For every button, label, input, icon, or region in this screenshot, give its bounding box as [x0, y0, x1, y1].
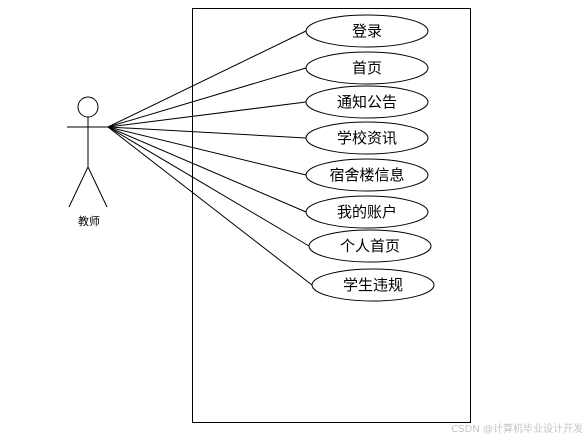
association-line [107, 126, 310, 247]
use-case-ellipse [305, 121, 429, 155]
association-line [107, 67, 307, 128]
use-case-label: 学校资讯 [337, 129, 397, 147]
use-case: 宿舍楼信息 [305, 158, 429, 192]
actor-label: 教师 [78, 215, 100, 228]
use-case-ellipse [308, 229, 432, 263]
use-case-label: 个人首页 [340, 237, 400, 255]
use-case-label: 登录 [352, 22, 382, 40]
association-line [107, 30, 307, 128]
use-case-ellipse [305, 195, 429, 229]
actor-head [77, 96, 99, 118]
association-line [107, 126, 307, 139]
use-case-label: 宿舍楼信息 [329, 166, 404, 184]
association-line [107, 126, 307, 176]
watermark: CSDN @计算机毕业设计开发 [451, 422, 583, 435]
association-line [107, 101, 307, 128]
use-case-ellipse [311, 268, 435, 302]
association-lines [107, 30, 313, 286]
actor-teacher [67, 96, 109, 208]
use-case-label: 学生违规 [343, 276, 403, 294]
use-case: 学生违规 [311, 268, 435, 302]
association-line [107, 126, 307, 213]
use-case: 个人首页 [308, 229, 432, 263]
association-line [107, 126, 313, 286]
use-case: 学校资讯 [305, 121, 429, 155]
use-case-ellipse [305, 85, 429, 119]
actor-right-leg [87, 166, 108, 208]
use-case-ellipse [305, 14, 429, 48]
use-case-ellipse [305, 51, 429, 85]
use-case-label: 我的账户 [337, 203, 397, 221]
use-case-label: 首页 [352, 59, 382, 77]
use-case-label: 通知公告 [337, 93, 397, 111]
use-case: 首页 [305, 51, 429, 85]
system-boundary [192, 8, 471, 423]
use-case: 我的账户 [305, 195, 429, 229]
use-case: 通知公告 [305, 85, 429, 119]
actor-left-leg [68, 166, 89, 208]
use-case: 登录 [305, 14, 429, 48]
use-case-ellipse [305, 158, 429, 192]
